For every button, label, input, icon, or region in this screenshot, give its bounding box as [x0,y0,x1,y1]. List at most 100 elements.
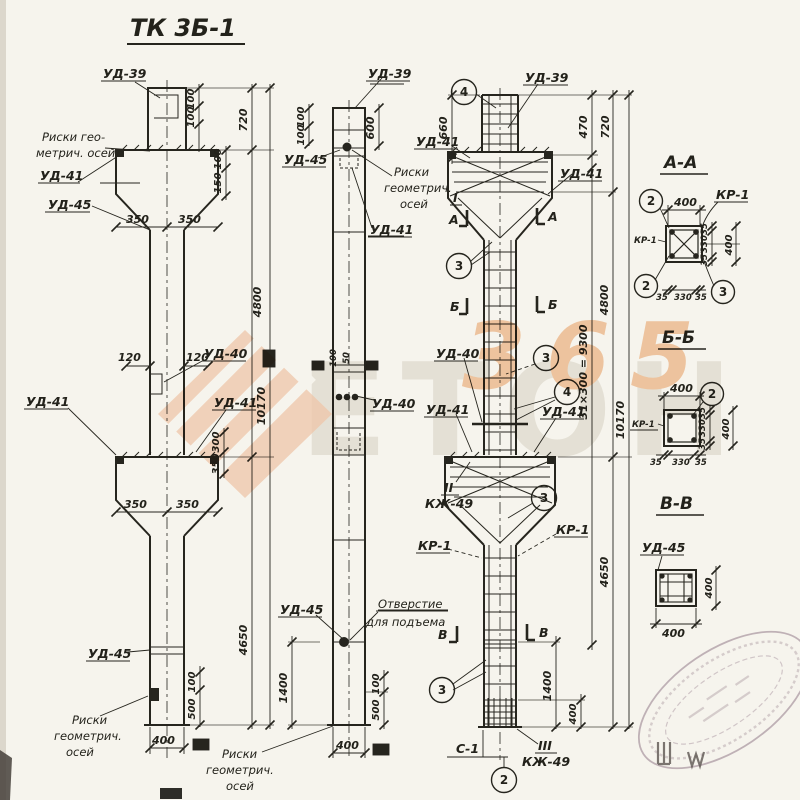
dim: 35 [695,293,707,303]
dim: 400 [724,235,735,257]
dim: 100 [213,149,224,170]
dim: 350 [178,213,201,226]
dim-chain: 4800 [598,284,611,316]
scan-edge-artifacts [0,0,182,800]
dim: 35 [695,458,707,468]
dim: 400 [721,419,732,441]
mesh-label: С-1 [456,741,479,756]
dim: 660 [437,116,450,139]
dim: 100 [296,107,307,128]
dim: 100 [187,672,198,693]
dim: 1400 [541,670,554,701]
section-vv: В-В УД-45 400 400 [640,494,722,640]
part-label: УД-45 [88,646,132,661]
dim: 100 [329,349,339,367]
watermark-digits: 365 [462,303,714,410]
section-cut-marks [449,208,545,644]
series-label: КЖ-49 [425,496,473,511]
lift-hole-note: для подъема [365,615,445,629]
part-label: УД-45 [642,540,686,555]
part-label: УД-41 [426,402,469,417]
part-label: УД-39 [525,70,569,85]
dim: 100 [296,125,307,146]
part-label: УД-39 [103,66,147,81]
part-label: УД-41 [560,166,603,181]
axis-note: осей [400,197,428,211]
stamp-ink-marks [656,742,706,770]
axis-note: геометрич. [54,729,122,743]
rebar-mark: 3 [455,259,463,273]
dim: 350 [126,213,149,226]
side-view-linework [327,100,371,760]
dim: 400 [151,734,175,747]
rebar-leaders [447,83,573,768]
dim: 35 [698,438,708,450]
axis-note: осей [66,745,94,759]
lift-hole-note: Отверстие [378,597,442,611]
dim: 720 [599,115,612,138]
dim-chain: 4800 [251,286,264,318]
rebar-mark: 4 [460,85,468,99]
dim-chain: 720 [237,108,250,131]
part-label: УД-39 [368,66,412,81]
cage-label: КР-1 [632,420,655,430]
section-title: Б-Б [662,328,695,348]
tolerance-mark [192,738,210,751]
rebar-mark: 2 [708,387,716,401]
side-view-dimensions [261,77,448,759]
dim: 35 [700,223,710,235]
rebar-view-linework [444,88,556,760]
side-view-labels: УД-39 100 100 600 УД-45 Риски геометрич.… [206,66,452,793]
dim: 35 [700,254,710,266]
rebar-marker-numbers: 4 3 3 4 3 3 2 [438,85,571,787]
axis-note: Риски [72,713,108,727]
part-label: УД-41 [370,222,413,237]
rebar-mark: 3 [438,683,446,697]
part-label: УД-45 [280,602,324,617]
part-label: УД-45 [48,197,92,212]
rebar-position-markers [428,78,581,794]
dim: 350 [176,498,199,511]
dim: 330 [698,419,708,437]
part-label: УД-40 [436,346,480,361]
dim: 500 [371,700,382,721]
section-letter: Б [548,297,558,312]
dim: 400 [568,704,579,726]
axis-note: метрич. осей [36,146,116,160]
watermark: ЕТОН 365 [152,303,747,498]
approval-stamp [637,630,800,770]
dim: 100 [186,107,197,128]
tolerance-mark [365,360,379,371]
series-label: КЖ-49 [522,754,570,769]
part-label: УД-41 [26,394,69,409]
section-title: А-А [662,153,697,173]
part-label: УД-41 [40,168,83,183]
watermark-letters: ЕТОН [300,337,747,486]
section-letter: Б [450,299,460,314]
dim-chain: 10170 [614,401,627,440]
dim: 35 [656,293,668,303]
dim: 1400 [277,672,290,703]
part-label: УД-45 [284,152,328,167]
dim: 120 [118,351,141,364]
dim: 400 [704,578,715,600]
axis-note: осей [226,779,254,793]
dim: 330 [674,293,692,303]
rebar-mark: 2 [647,194,655,208]
dim: 470 [577,115,590,139]
section-bb: Б-Б 2 400 КР-1 35 330 35 400 35 [630,328,739,468]
axis-note: Риски гео- [42,130,105,144]
dim: 150 [213,173,224,194]
section-letter: В [438,627,448,642]
dim: 500 [187,699,198,720]
rebar-mark: 3 [540,491,548,505]
section-aa: А-А 2 2 3 [633,153,749,305]
rebar-view-labels: УД-39 УД-41 УД-41 660 470 720 I А А Б Б … [416,70,627,769]
cage-label: КР-1 [418,538,451,553]
dim: 400 [673,196,697,209]
dim: 330 [700,235,710,253]
axis-note: Риски [394,165,430,179]
cage-label: КР-1 [716,187,749,202]
